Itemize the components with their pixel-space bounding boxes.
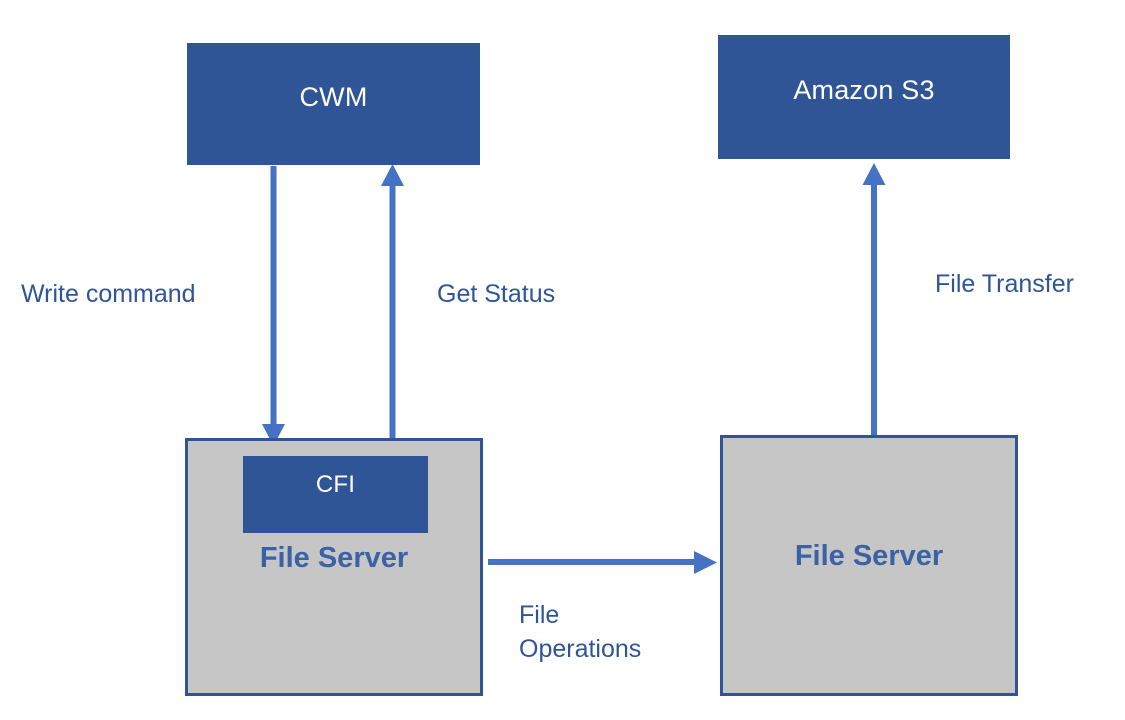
node-cfi[interactable]: CFI — [243, 456, 428, 533]
arrow-write-command — [262, 166, 285, 446]
node-amazon-s3-label: Amazon S3 — [793, 75, 935, 105]
arrow-file-operations — [488, 551, 717, 574]
node-cfi-label: CFI — [315, 471, 356, 498]
node-cwm-label: CWM — [299, 82, 368, 112]
edge-label-file-operations: File Operations — [519, 601, 642, 663]
arrow-file-transfer — [862, 163, 886, 440]
node-fileserver-right[interactable]: File Server — [720, 435, 1018, 696]
edge-label-file-transfer: File Transfer — [935, 270, 1074, 298]
edge-label-get-status: Get Status — [437, 280, 556, 308]
node-fileserver-right-label: File Server — [794, 540, 944, 572]
node-fileserver-left-label: File Server — [259, 542, 409, 574]
edge-label-write-command: Write command — [21, 280, 196, 308]
node-cwm[interactable]: CWM — [187, 43, 480, 165]
arrow-get-status — [381, 164, 404, 441]
node-amazon-s3[interactable]: Amazon S3 — [718, 35, 1010, 159]
